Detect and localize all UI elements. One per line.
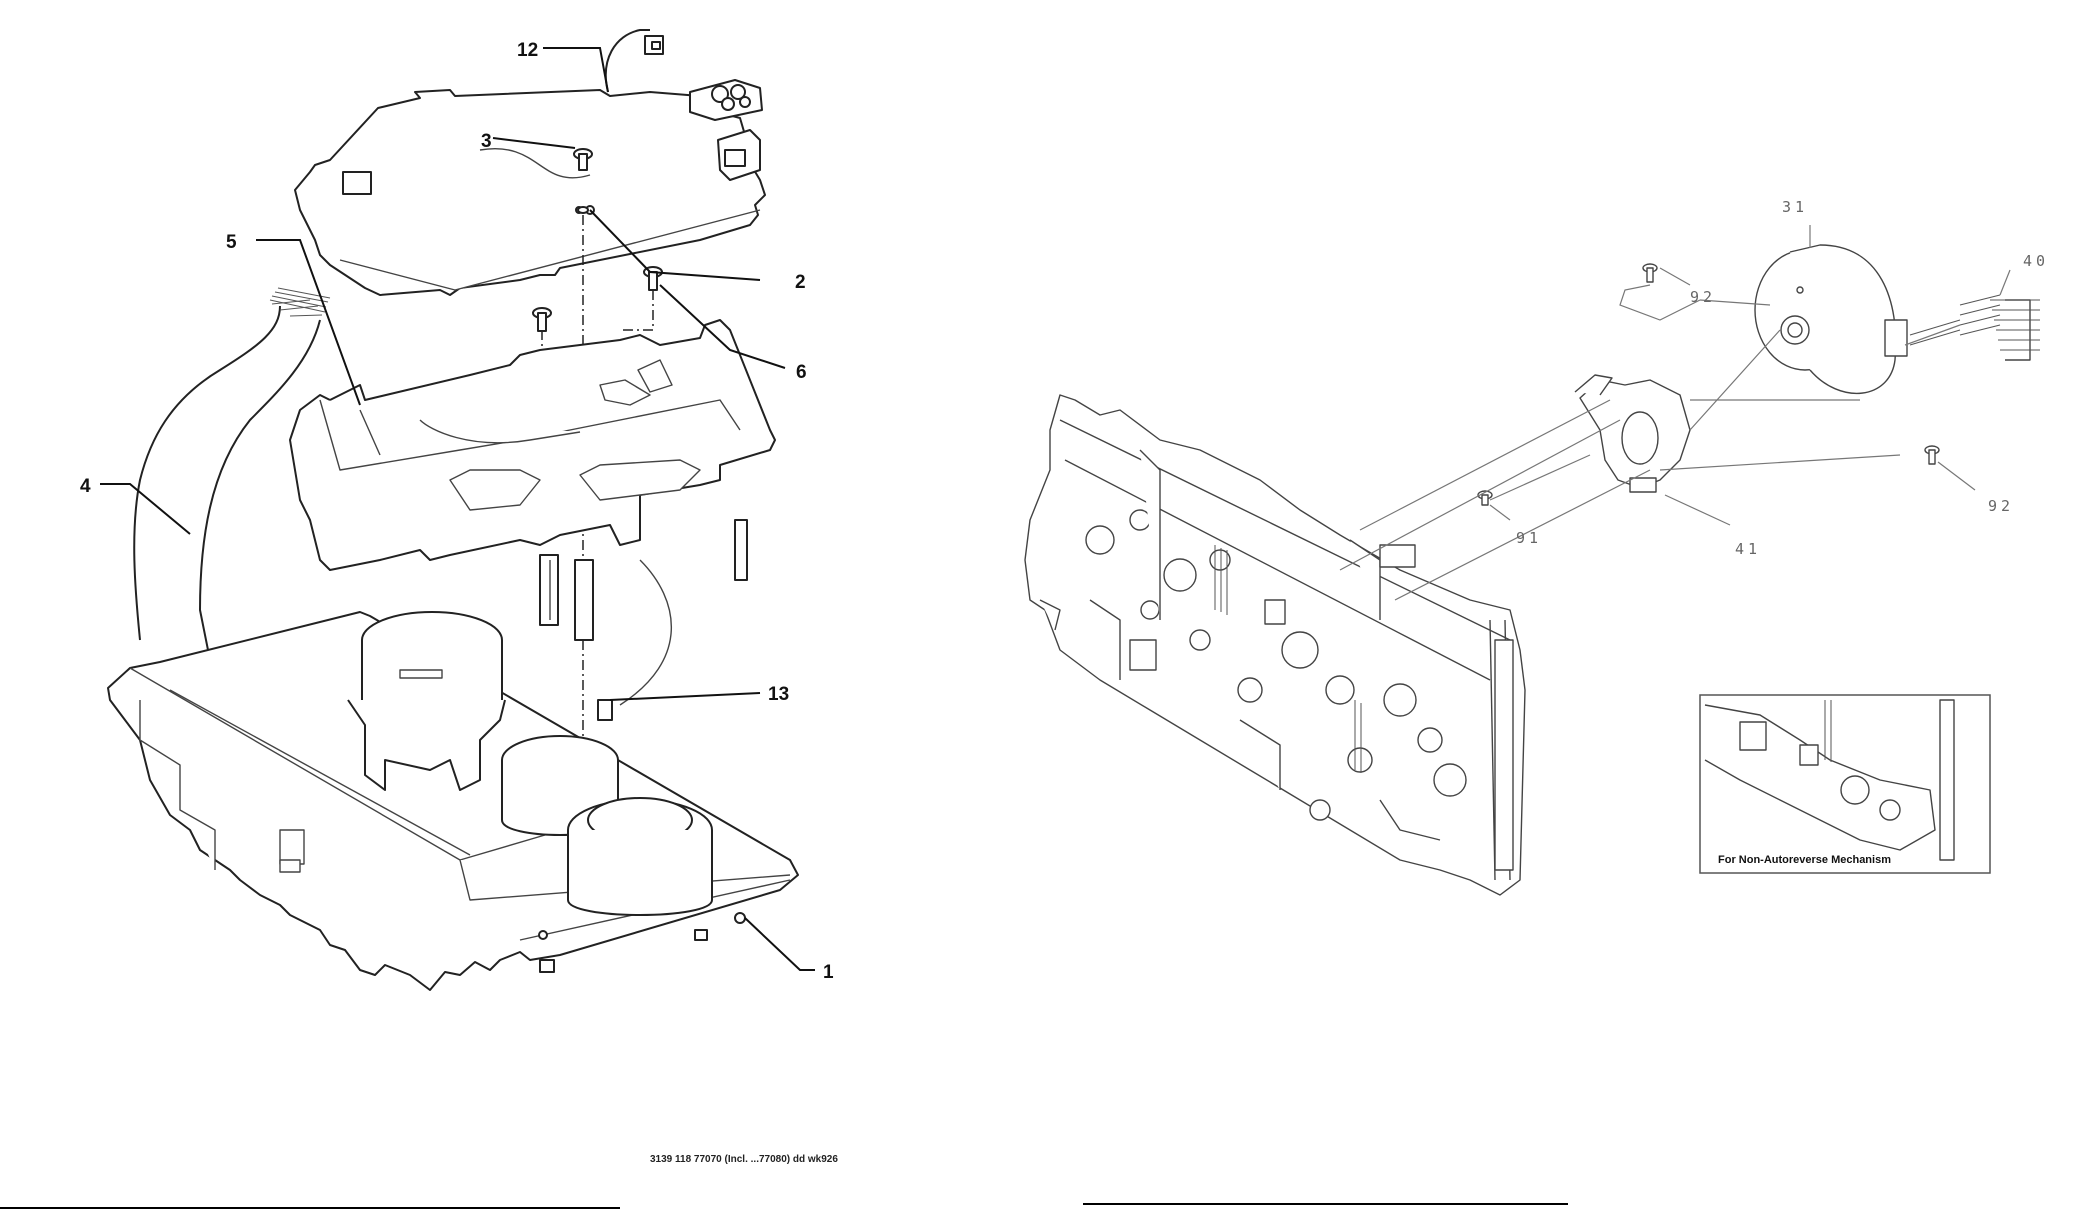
part-3-screw [573,148,593,214]
screw-92-top [1642,263,1658,283]
callout-31: 31 [1782,198,1808,216]
leader-5 [256,239,361,406]
part-6-screw [643,266,663,291]
leader-13 [609,692,761,701]
right-exploded-view: 31 40 92 92 91 41 [1024,198,2049,896]
callout-41: 41 [1735,540,1761,558]
callout-40: 40 [2023,252,2049,270]
leader-6 [659,284,786,369]
part-13-wire [597,559,673,721]
screw-extra [532,307,552,332]
non-autoreverse-inset [1699,694,1991,874]
callout-92-top: 92 [1690,288,1716,306]
callout-2: 2 [795,272,806,293]
part-5-frame [289,319,776,641]
callout-12: 12 [517,40,538,61]
left-divider-rule [0,1207,620,1209]
callout-92-bottom: 92 [1988,497,2014,515]
leader-2 [589,209,761,281]
screw-92-bottom [1924,445,1940,465]
inset-caption: For Non-Autoreverse Mechanism [1718,854,1891,866]
right-divider-rule [1083,1203,1568,1205]
callout-4: 4 [80,476,91,497]
part-2-pcb [294,79,766,296]
screw-91 [1477,490,1493,506]
part-12-cable [604,29,664,93]
callout-3: 3 [481,131,492,152]
callout-91: 91 [1516,529,1542,547]
callout-5: 5 [226,232,237,253]
part-40-flat-cable [1909,294,2040,361]
leader-4 [100,483,191,535]
part-4-flat-cable [133,287,331,661]
left-exploded-view: 12 3 5 2 6 4 13 1 [80,29,834,991]
leader-3 [492,137,576,149]
callout-1: 1 [823,962,834,983]
part-41-bracket [1574,374,1691,493]
document-reference: 3139 118 77070 (Incl. ...77080) dd wk926 [650,1154,838,1165]
callout-13: 13 [768,684,789,705]
leader-1 [744,917,815,971]
part-31-motor [1754,244,1908,394]
tape-mechanism [1024,394,1526,896]
callout-6: 6 [796,362,807,383]
part-1-chassis [107,611,799,991]
leader-12 [543,47,609,93]
